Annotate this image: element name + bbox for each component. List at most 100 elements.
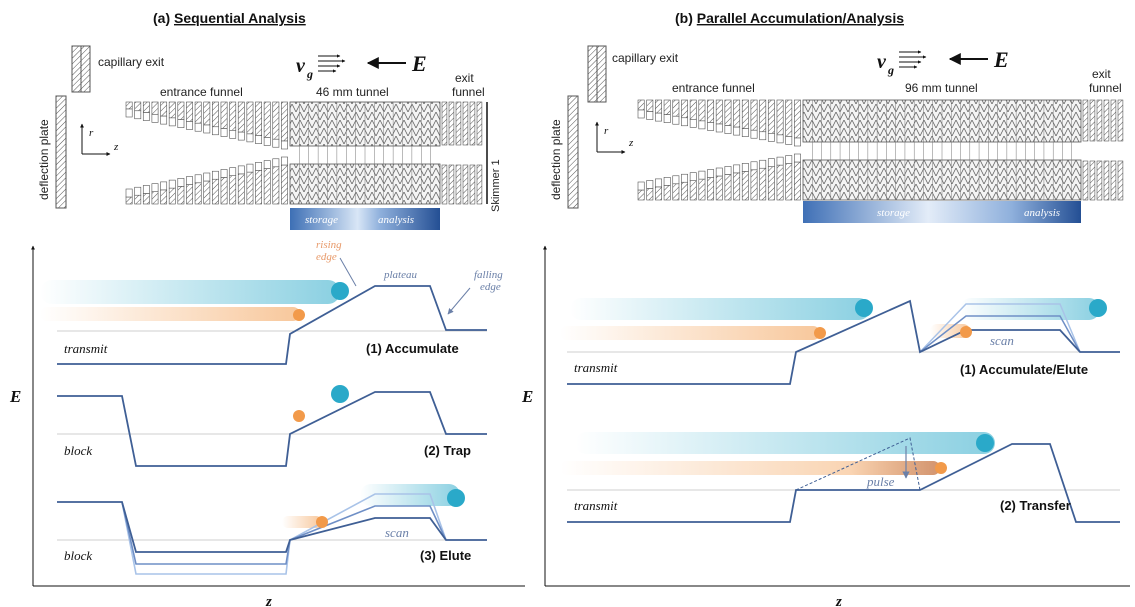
electrode-plate [142, 185, 150, 194]
electrode-plate [212, 101, 219, 128]
potential-profile [567, 443, 1120, 523]
ion-trail-blue [575, 432, 995, 454]
electrode-plate [767, 166, 775, 201]
electrode-plate [715, 99, 723, 125]
electrode-plate [733, 164, 741, 174]
electrode-plate [272, 158, 280, 168]
electrode-plate [168, 117, 176, 127]
entrance-funnel-label-b: entrance funnel [672, 81, 755, 95]
profile-row-1-a: transmit (1) Accumulate rising edge plat… [40, 239, 503, 365]
potential-profile [567, 299, 1120, 385]
electrode-plate [707, 99, 715, 123]
electrode-plate [125, 196, 133, 205]
electrode-plate [255, 162, 262, 171]
electrode-plate [151, 101, 159, 115]
electrode-plate [707, 169, 715, 178]
electrode-plate [220, 169, 228, 178]
ion-orange [316, 516, 328, 528]
potential-profile [57, 501, 487, 553]
electrode-plate [203, 172, 211, 182]
electrode-plate [212, 126, 219, 136]
electrode-plate [750, 129, 758, 139]
electrode-plate [1103, 160, 1110, 201]
electrode-plate [160, 115, 168, 125]
exit-funnel-a [441, 101, 483, 205]
ion-blue [447, 489, 465, 507]
ann-falling-pointer [447, 287, 471, 315]
ion-orange [814, 327, 826, 339]
electrode-plate [246, 133, 254, 143]
electrode-plate [246, 163, 254, 173]
row3-scan-label-a: scan [385, 525, 409, 540]
ion-trail-blue [360, 484, 460, 506]
electrode-plate [741, 99, 749, 129]
potential-profile [57, 285, 487, 365]
ann-falling-2: edge [480, 281, 501, 293]
electrode-plate [212, 170, 219, 180]
vg-symbol-b: v [877, 51, 887, 73]
ann-rising-1: rising [316, 239, 342, 251]
y-axis-label-b: E [521, 387, 533, 406]
electrode-plate [698, 99, 706, 122]
electrode-plate [441, 101, 448, 146]
electrode-plate [715, 123, 723, 133]
electrode-plate [462, 101, 469, 146]
electrode-plate [681, 117, 688, 127]
axis-z-small-label-b: z [628, 137, 634, 149]
entrance-funnel-label-a: entrance funnel [160, 85, 243, 99]
profile-row-3-a: scan block (3) Elute [57, 484, 487, 575]
row2-pulse-label-b: pulse [866, 474, 895, 489]
electrode-plate [134, 186, 142, 196]
electrode-plate [655, 112, 662, 122]
electrode-plate [741, 171, 749, 201]
electrode-plate [741, 128, 749, 137]
ion-trail-blue [570, 298, 870, 320]
electrode-plate [272, 101, 280, 140]
deflection-plate-b [567, 95, 579, 209]
electrode-plate [698, 120, 706, 130]
row3-left-label-a: block [64, 548, 92, 563]
velocity-field-b: v g E [877, 47, 1009, 77]
electrode-plate [794, 99, 801, 139]
electrode-plate [448, 101, 455, 146]
electrode-plate [125, 101, 133, 110]
entrance-funnel-a [125, 101, 288, 205]
electrode-plate [203, 124, 211, 134]
electrode-plate [759, 159, 767, 169]
electrode-plate [794, 153, 801, 163]
electrode-plate [476, 101, 483, 146]
profile-row-2-b: pulse transmit (2) Transfer [560, 432, 1120, 523]
electrode-plate [246, 171, 254, 205]
profile-row-1-b: scan transmit (1) Accumulate/Elute [560, 298, 1120, 385]
row2-left-label-a: block [64, 443, 92, 458]
vg-sub-b: g [887, 63, 894, 77]
ion-blue [331, 385, 349, 403]
ion-blue [855, 299, 873, 317]
electrode-plate [724, 99, 732, 126]
skimmer-label-a: Skimmer 1 [490, 159, 502, 212]
electrode-plate [237, 101, 245, 133]
row1-scan-label-b: scan [990, 333, 1014, 348]
bar-storage-label-b: storage [877, 207, 910, 219]
electrode-plate [750, 99, 758, 131]
deflection-label-b: deflection plate [549, 119, 563, 200]
electrode-plate [672, 99, 680, 117]
electrode-plate [794, 137, 801, 147]
electrode-plate [168, 179, 176, 189]
electrode-plate [1110, 99, 1117, 142]
tunnel-label-b: 96 mm tunnel [905, 81, 978, 95]
ion-orange [935, 462, 947, 474]
electrode-plate [681, 99, 688, 119]
electrode-plate [655, 99, 662, 114]
row1-right-label-a: (1) Accumulate [366, 341, 459, 356]
electrode-plate [229, 101, 237, 131]
electrode-plate [125, 108, 133, 118]
electrode-plate [785, 155, 793, 164]
electrode-plate [134, 101, 142, 112]
electrode-plate [177, 101, 185, 120]
electrode-plate [186, 184, 193, 205]
tunnel-b [802, 99, 1082, 201]
electrode-plate [229, 167, 237, 176]
electrode-plate [177, 178, 185, 187]
electrode-plate [212, 178, 219, 205]
